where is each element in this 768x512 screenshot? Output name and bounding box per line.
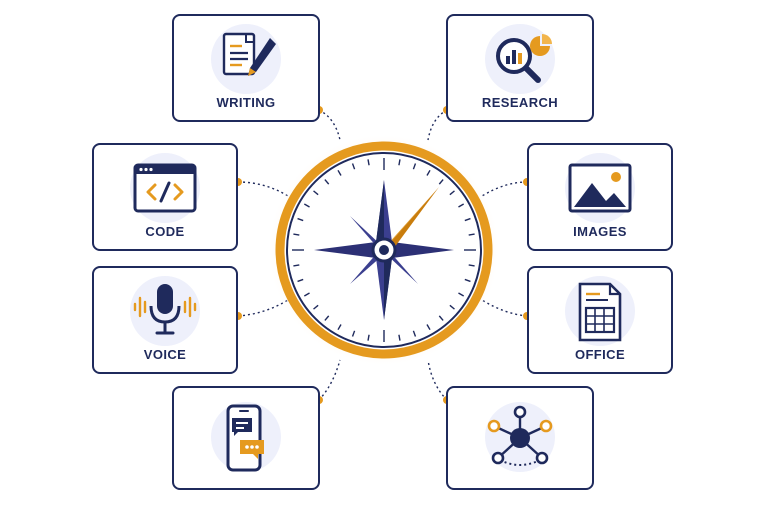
writing-label: WRITING xyxy=(216,95,276,110)
compass-rose xyxy=(314,180,454,320)
magnifier-chart-icon xyxy=(496,34,552,83)
compass-tick xyxy=(303,292,310,297)
office-label: OFFICE xyxy=(574,347,626,362)
compass-tick xyxy=(297,278,304,283)
compass-tick xyxy=(458,292,465,297)
compass-tick xyxy=(398,159,401,166)
compass-tick xyxy=(297,217,304,222)
landscape-image-icon xyxy=(568,163,632,213)
document-pen-icon xyxy=(222,32,276,76)
office-card[interactable]: OFFICE xyxy=(527,266,673,374)
network-card[interactable] xyxy=(446,386,594,490)
compass-tick xyxy=(464,278,471,283)
compass-tick xyxy=(337,169,342,176)
compass-tick xyxy=(458,203,465,208)
research-card[interactable]: RESEARCH xyxy=(446,14,594,122)
compass-tick xyxy=(351,163,356,170)
compass-tick xyxy=(426,324,431,331)
compass-tick xyxy=(468,233,475,236)
voice-card[interactable]: VOICE xyxy=(92,266,238,374)
code-card[interactable]: CODE xyxy=(92,143,238,251)
compass-tick xyxy=(412,163,417,170)
compass-ticks xyxy=(292,158,476,342)
images-card[interactable]: IMAGES xyxy=(527,143,673,251)
connector-code xyxy=(237,181,289,197)
compass-tick xyxy=(464,217,471,222)
writing-card[interactable]: WRITING xyxy=(172,14,320,122)
compass-tick xyxy=(303,203,310,208)
compass-tick xyxy=(293,233,300,236)
compass-tick xyxy=(324,179,330,185)
research-label: RESEARCH xyxy=(481,95,559,110)
compass-tick xyxy=(438,179,444,185)
connector-voice xyxy=(237,299,289,317)
compass-needle xyxy=(379,187,439,254)
network-nodes-icon xyxy=(487,405,553,466)
compass-tick xyxy=(367,334,370,341)
compass-icon xyxy=(268,134,500,366)
connector-research xyxy=(427,109,448,141)
compass-tick xyxy=(398,334,401,341)
connector-network xyxy=(427,359,448,401)
code-window-icon xyxy=(133,163,197,213)
compass-tick xyxy=(426,169,431,176)
connector-chat xyxy=(318,359,341,401)
compass-tick xyxy=(449,190,455,196)
microphone-icon xyxy=(133,284,197,335)
compass-tick xyxy=(468,264,475,267)
compass-tick xyxy=(367,159,370,166)
compass-tick xyxy=(337,324,342,331)
compass-tick xyxy=(351,330,356,337)
compass-tick xyxy=(412,330,417,337)
compass-tick xyxy=(324,315,330,321)
compass-tick xyxy=(313,190,319,196)
compass-tick xyxy=(313,304,319,310)
compass-tick xyxy=(449,304,455,310)
images-label: IMAGES xyxy=(573,224,627,239)
compass-tick xyxy=(438,315,444,321)
voice-label: VOICE xyxy=(143,347,187,362)
compass-tick xyxy=(293,264,300,267)
spreadsheet-file-icon xyxy=(578,282,622,342)
phone-chat-icon xyxy=(226,404,264,472)
chat-card[interactable] xyxy=(172,386,320,490)
code-label: CODE xyxy=(145,224,185,239)
